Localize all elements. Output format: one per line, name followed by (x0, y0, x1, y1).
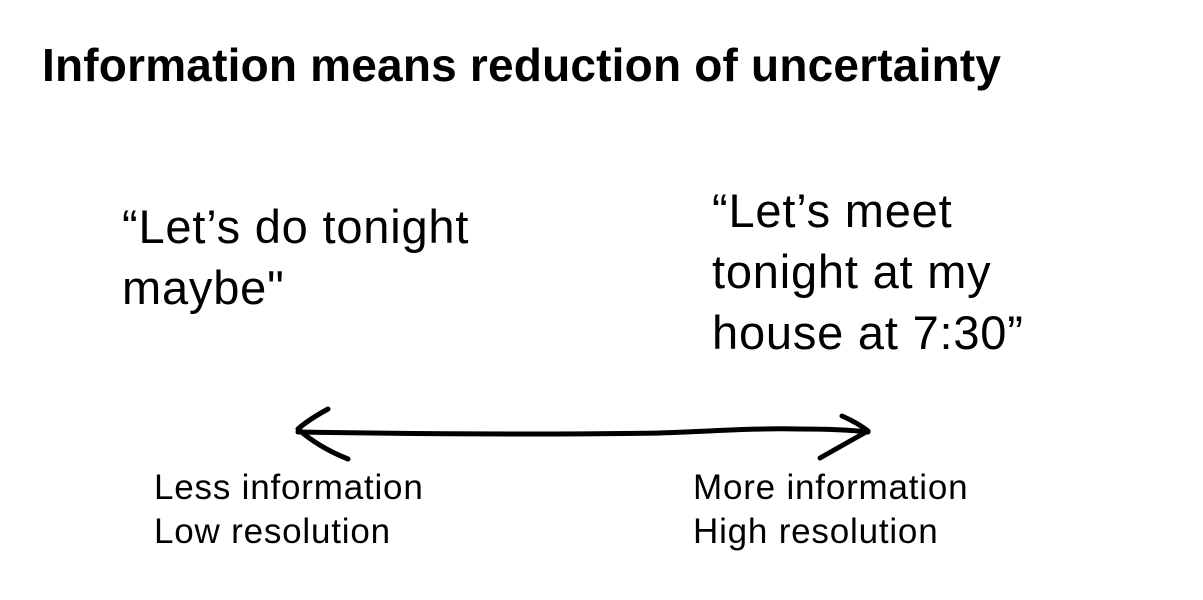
high-resolution-caption-line-2: High resolution (693, 512, 939, 551)
low-resolution-caption-line-1: Less information (154, 468, 424, 507)
vague-message-line-1: “Let’s do tonight (122, 200, 470, 253)
slide-title: Information means reduction of uncertain… (42, 39, 1002, 91)
arrow-left-head (295, 406, 351, 462)
double-headed-arrow-icon (295, 406, 871, 462)
precise-message-quote: “Let’s meet tonight at my house at 7:30” (712, 180, 1132, 363)
precise-message-line-3: house at 7:30” (712, 306, 1024, 359)
vague-message-line-2: maybe" (122, 261, 285, 314)
high-resolution-caption-line-1: More information (693, 468, 969, 507)
precise-message-line-2: tonight at my (712, 245, 992, 298)
vague-message-quote: “Let’s do tonight maybe" (122, 196, 592, 318)
high-resolution-caption: More information High resolution (693, 466, 968, 554)
low-resolution-caption-line-2: Low resolution (154, 512, 391, 551)
arrow-right-head (817, 413, 871, 461)
low-resolution-caption: Less information Low resolution (154, 466, 424, 554)
arrow-shaft (295, 426, 871, 437)
precise-message-line-1: “Let’s meet (712, 184, 953, 237)
